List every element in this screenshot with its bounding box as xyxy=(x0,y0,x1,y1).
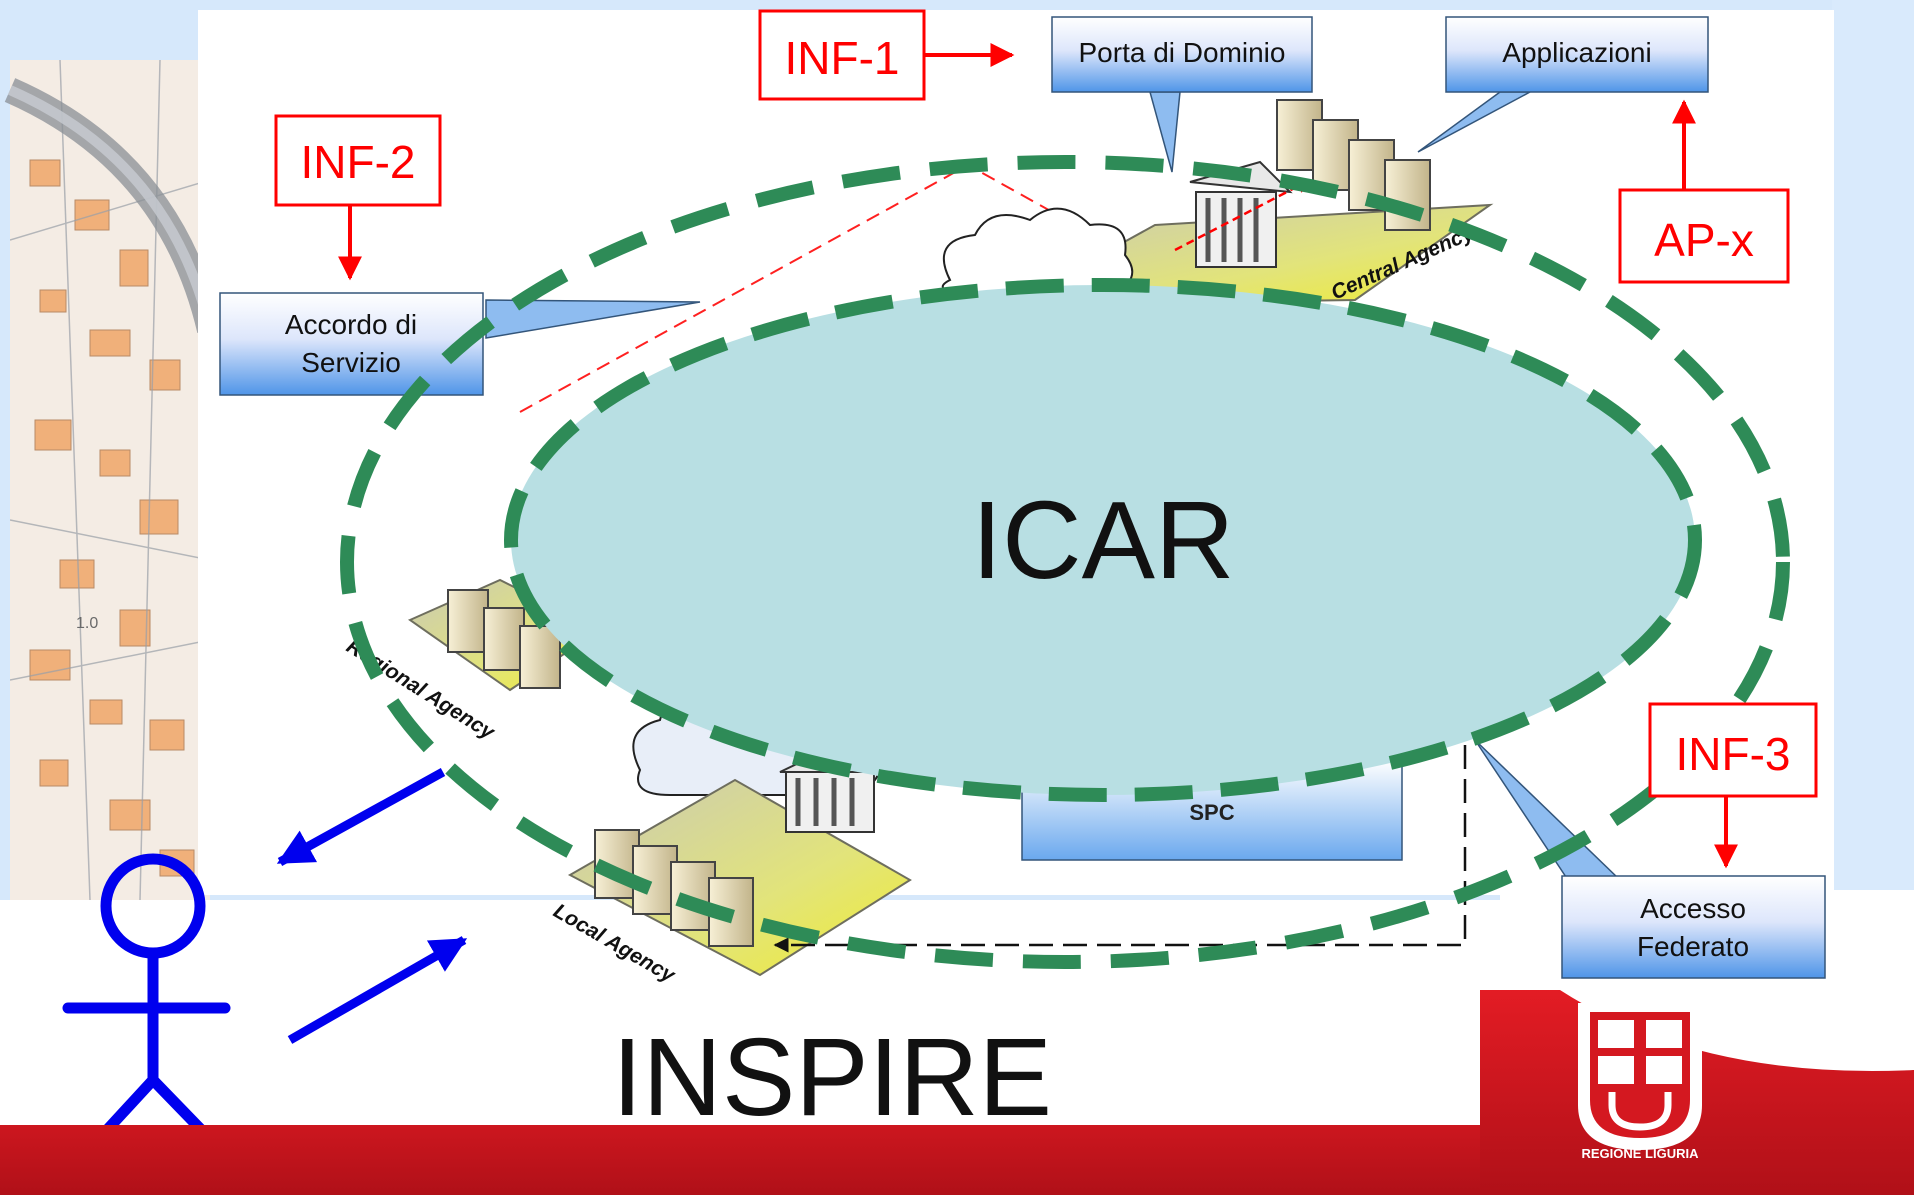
svg-text:1.0: 1.0 xyxy=(76,615,98,632)
logo-text: REGIONE LIGURIA xyxy=(1581,1146,1699,1161)
inf-3-label-box xyxy=(1648,702,1818,798)
inspire-ellipse xyxy=(340,155,1790,969)
stick-figure-icon xyxy=(62,853,231,1149)
porta-di-dominio-label: Porta di Dominio xyxy=(1079,37,1286,68)
accordo-label-line2: Servizio xyxy=(301,347,401,378)
icar-ellipse xyxy=(504,278,1702,802)
porta-di-dominio-callout xyxy=(1051,16,1313,93)
server-icon xyxy=(447,589,561,689)
map-background-image: 1.0 xyxy=(10,60,210,900)
inf-1-label-box xyxy=(758,9,926,101)
user-response-arrow xyxy=(287,936,468,1044)
user-request-arrow xyxy=(276,768,446,866)
server-icon xyxy=(1276,99,1431,231)
regione-liguria-logo: REGIONE LIGURIA xyxy=(1578,1003,1702,1161)
ap-x-label-box xyxy=(1618,188,1790,284)
accordo-di-servizio-callout xyxy=(219,292,484,396)
inf-3-label: INF-3 xyxy=(1676,728,1791,780)
accesso-label-line1: Accesso xyxy=(1640,893,1746,924)
federated-access-connector xyxy=(773,745,1467,953)
inf-2-label: INF-2 xyxy=(301,136,416,188)
ap-x-label: AP-x xyxy=(1654,214,1754,266)
inf-2-label-box xyxy=(274,114,442,207)
applicazioni-label: Applicazioni xyxy=(1502,37,1651,68)
footer-band xyxy=(0,1070,1914,1195)
accesso-label-line2: Federato xyxy=(1637,931,1749,962)
spc-label: SPC xyxy=(1189,800,1234,825)
inspire-label: INSPIRE xyxy=(612,1016,1052,1139)
applicazioni-callout xyxy=(1445,16,1709,93)
accesso-federato-callout xyxy=(1561,875,1826,979)
inf-1-label: INF-1 xyxy=(785,32,900,84)
accordo-label-line1: Accordo di xyxy=(285,309,417,340)
icar-label: ICAR xyxy=(972,479,1235,602)
